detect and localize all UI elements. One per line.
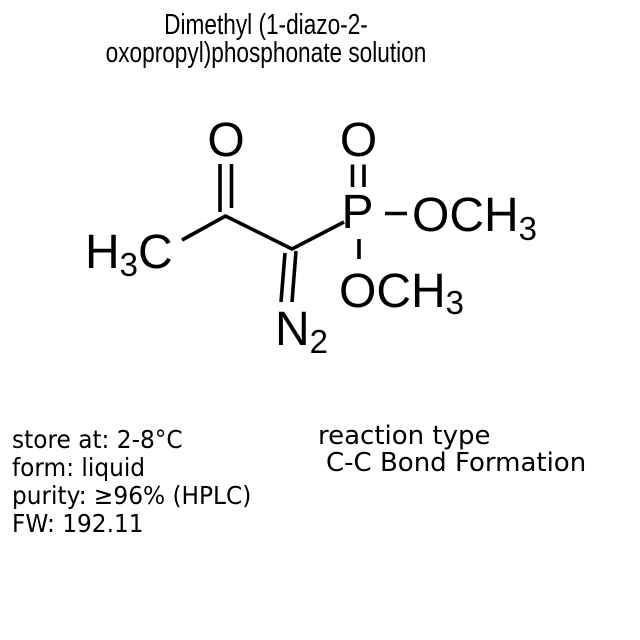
methoxy-bottom-och: OCH (339, 265, 446, 318)
product-properties: store at: 2-8°C form: liquid purity: ≥96… (12, 426, 251, 538)
diazo-n: N (275, 303, 310, 356)
compound-title: Dimethyl (1-diazo-2- oxopropyl)phosphona… (59, 9, 474, 69)
atom-label-ketone-oxygen: O (207, 114, 244, 167)
methyl-subscript-3: 3 (120, 246, 138, 283)
bond-diazo-double-left (279, 252, 287, 303)
compound-title-line2: oxopropyl)phosphonate solution (105, 37, 427, 69)
atom-label-methoxy-top: OCH3 (412, 189, 537, 247)
methoxy-top-subscript-3: 3 (519, 210, 537, 247)
property-form: form: liquid (12, 453, 146, 482)
atom-label-phosphorus: P (341, 186, 373, 239)
methyl-c: C (138, 226, 173, 279)
bond-lines (181, 164, 407, 303)
bond-carbon-skeleton (181, 213, 345, 252)
methoxy-top-och: OCH (412, 189, 519, 242)
diazo-subscript-2: 2 (310, 323, 328, 360)
property-purity: purity: ≥96% (HPLC) (12, 481, 252, 510)
methyl-h: H (85, 226, 120, 279)
compound-title-line1: Dimethyl (1-diazo-2- (164, 9, 368, 41)
reaction-type-value: C-C Bond Formation (326, 448, 587, 478)
atom-label-methyl: H3C (85, 226, 173, 283)
property-fw: FW: 192.11 (12, 509, 144, 538)
atom-label-phosphoryl-oxygen: O (340, 114, 377, 167)
atom-label-diazo: N2 (275, 303, 328, 360)
methoxy-bottom-subscript-3: 3 (446, 284, 464, 321)
reaction-type-block: reaction type C-C Bond Formation (318, 423, 586, 477)
bond-diazo-double-right (290, 250, 298, 303)
reaction-type-label: reaction type (318, 421, 491, 451)
atom-label-methoxy-bottom: OCH3 (339, 265, 464, 321)
property-store-at: store at: 2-8°C (12, 425, 183, 454)
